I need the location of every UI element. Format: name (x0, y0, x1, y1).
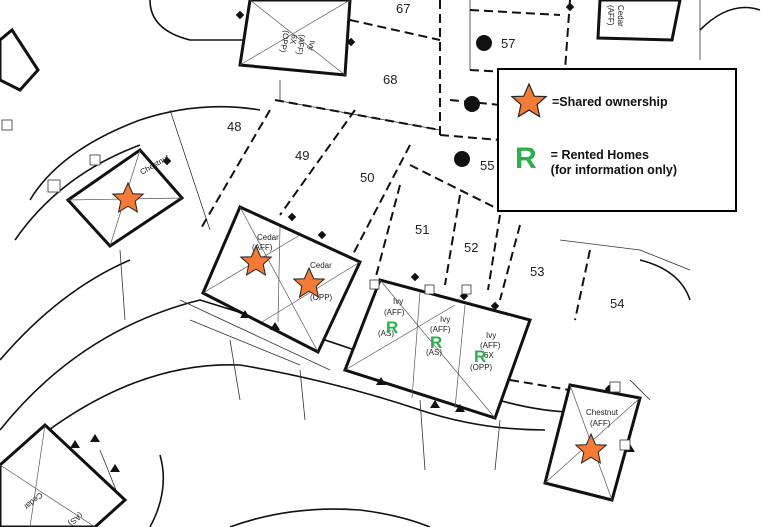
plot-numbers: 67 68 48 49 50 51 52 53 54 55 57 (227, 1, 624, 311)
aff-label-a: (AFF) (252, 243, 273, 252)
house-type-labels: Chestnut Cedar (AFF) Cedar (OPP) Ivy (AF… (22, 5, 625, 527)
plot-49: 49 (295, 148, 309, 163)
legend-rented-line1: = Rented Homes (550, 148, 649, 162)
plot-67: 67 (396, 1, 410, 16)
aff-label-f: (AFF) (294, 34, 306, 56)
dot-markers (454, 35, 492, 167)
cedar-label-a: Cedar (257, 233, 279, 242)
green-r-icon: R (430, 333, 442, 352)
plot-53: 53 (530, 264, 544, 279)
legend-shared-label: =Shared ownership (552, 94, 668, 109)
green-r-icon: R (474, 347, 486, 366)
plot-51: 51 (415, 222, 429, 237)
legend-rented-row: R = Rented Homes (for information only) (515, 142, 677, 178)
bin-stores (1, 119, 631, 451)
aff-label-b: (AFF) (384, 308, 405, 317)
plot-68: 68 (383, 72, 397, 87)
aff-label-d: (AFF) (480, 341, 501, 350)
chestnut-label-b: Chestnut (586, 408, 619, 417)
map-legend: =Shared ownership R = Rented Homes (for … (497, 68, 737, 212)
plot-54: 54 (610, 296, 624, 311)
ivy-label-c: Ivy (486, 331, 496, 340)
cedar-label-c: Cedar (616, 5, 625, 27)
legend-rented-text: = Rented Homes (for information only) (551, 148, 677, 178)
orange-star-icon (510, 82, 548, 118)
ivy-label-b: Ivy (440, 315, 450, 324)
plot-55: 55 (480, 158, 494, 173)
plot-50: 50 (360, 170, 374, 185)
opp-label-a: (OPP) (310, 293, 333, 302)
as-label-a: (AS) (378, 329, 394, 338)
door-markers (70, 310, 635, 472)
opp-label-c: (OPP) (278, 30, 291, 54)
plot-57: 57 (501, 36, 515, 51)
rented-home-markers: R R R (386, 318, 486, 366)
plot-48: 48 (227, 119, 241, 134)
sixx-label-b: 6X (288, 34, 299, 46)
cedar-label-b: Cedar (310, 261, 332, 270)
sixx-label-a: 6X (484, 351, 494, 360)
green-r-icon: R (386, 318, 398, 337)
as-label-b: (AS) (426, 348, 442, 357)
legend-rented-line2: (for information only) (550, 163, 678, 177)
plot-52: 52 (464, 240, 478, 255)
ivy-label-a: Ivy (393, 297, 403, 306)
opp-label-b: (OPP) (470, 363, 493, 372)
aff-label-e: (AFF) (590, 419, 611, 428)
aff-label-c: (AFF) (430, 325, 451, 334)
ivy-label-d: Ivy (306, 40, 317, 52)
green-r-icon: R (515, 142, 537, 175)
legend-shared-row: =Shared ownership (509, 82, 668, 122)
shared-ownership-markers (112, 182, 607, 464)
aff-label-g: (AFF) (606, 5, 615, 26)
